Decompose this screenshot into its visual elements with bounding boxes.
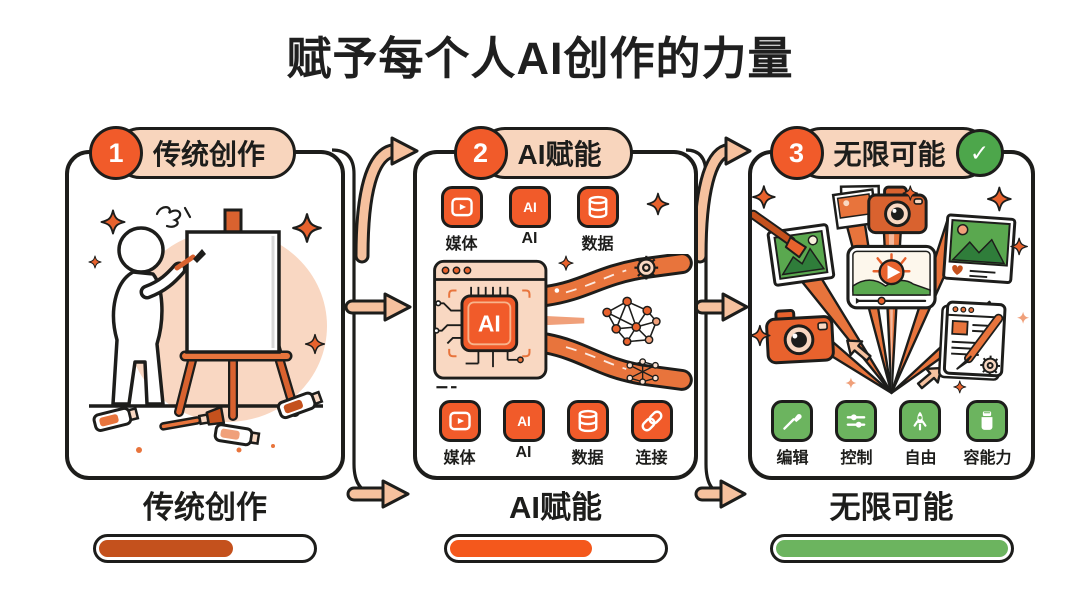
floor-brush [159, 405, 226, 431]
stage3-footer-label: 无限可能 [829, 490, 954, 525]
framed-photo [942, 213, 1017, 284]
sliders-icon [835, 400, 878, 442]
stage3-header-label: 无限可能 [833, 139, 946, 170]
paint-tubes [92, 390, 324, 453]
stage1-header-label: 传统创作 [152, 139, 266, 170]
painting-with-brush [752, 209, 836, 287]
brush-icon [771, 400, 814, 442]
outcome-icons-row: 编辑 控制 [771, 400, 1012, 468]
painter-figure [111, 206, 206, 406]
chip-label: 编辑 [776, 450, 809, 467]
input-icons-row: 媒体 AI AI 数据 [440, 186, 671, 254]
chip-freedom: 自由 [899, 400, 942, 468]
stage3-footer: 无限可能 [748, 482, 1035, 563]
ai-icon: AI [508, 186, 551, 228]
chip-label: 自由 [904, 450, 937, 467]
chip-label: 媒体 [445, 236, 478, 253]
browser-window: AI [433, 259, 548, 389]
chip-label: 连接 [635, 450, 668, 467]
stage3-progress-bar [769, 534, 1014, 563]
document-with-pencil [938, 300, 1007, 381]
stage2-number-badge: 2 [453, 126, 508, 180]
arrow-stage2-to-stage3-bottom [694, 479, 747, 509]
data-streams [534, 254, 693, 391]
svg-text:AI: AI [517, 414, 531, 429]
arrow-stage2-to-stage3-mid [694, 292, 749, 322]
database-icon [566, 400, 609, 442]
svg-text:AI: AI [523, 200, 537, 215]
stage3-header: 3 无限可能 ✓ [769, 126, 1004, 180]
chip-edit: 编辑 [771, 400, 814, 468]
ai-chip: AI [460, 294, 519, 353]
stage2-header: 2 AI赋能 [453, 126, 633, 180]
chip-label: 容能力 [963, 450, 1012, 467]
stage3-number-badge: 3 [769, 126, 824, 180]
chip-ai: AI AI [502, 400, 545, 462]
capability-icons-row: 媒体 AI AI 数据 [438, 400, 673, 468]
media-icon [440, 186, 483, 228]
painting-illustration [88, 206, 327, 453]
sparkle-icon [646, 192, 669, 216]
small-network [626, 358, 659, 386]
chip-link: 连接 [630, 400, 673, 468]
check-icon: ✓ [955, 129, 1004, 177]
database-icon [576, 186, 619, 228]
ai-icon: AI [502, 400, 545, 442]
media-icon [438, 400, 481, 442]
stage-panel-ai-empower: 2 AI赋能 媒体 AI AI [413, 126, 698, 480]
stage-panel-traditional: 1 传统创作 [65, 126, 345, 480]
stage1-header: 1 传统创作 [88, 126, 297, 180]
chip-media: 媒体 [440, 186, 483, 254]
ai-chip-illustration: AI [433, 254, 693, 391]
link-icon [630, 400, 673, 442]
polaroid-photos [831, 184, 881, 230]
chip-data: 数据 [566, 400, 609, 468]
page-title: 赋予每个人AI创作的力量 [286, 33, 794, 84]
chip-label: 控制 [840, 450, 873, 467]
arrow-stage1-to-stage2-mid [344, 292, 412, 322]
blank-canvas [185, 230, 281, 354]
stage1-footer-label: 传统创作 [143, 490, 267, 525]
chip-label: AI [521, 230, 538, 247]
container-icon [966, 400, 1009, 442]
stage2-progress-bar [443, 534, 668, 563]
small-gear-icon [980, 355, 1001, 376]
stage-panel-possibilities: 3 无限可能 ✓ [748, 126, 1035, 480]
gear-icon [634, 255, 659, 280]
neural-network [602, 296, 661, 346]
chip-media: 媒体 [438, 400, 481, 468]
chip-label: 数据 [571, 450, 604, 467]
stage1-progress-fill [99, 540, 233, 557]
camera-top [867, 185, 928, 235]
chip-data: 数据 [576, 186, 619, 254]
chip-ai: AI AI [508, 186, 551, 248]
arrow-stage1-to-stage2-top [354, 136, 419, 264]
stage2-footer-label: AI赋能 [509, 490, 602, 525]
stage2-footer: AI赋能 [413, 482, 698, 563]
chip-label: 媒体 [443, 450, 476, 467]
chip-control: 控制 [835, 400, 878, 468]
up-arrow-left [846, 339, 872, 362]
arrow-stage1-to-stage2-bottom [346, 479, 410, 509]
chip-capacity: 容能力 [963, 400, 1012, 468]
stage1-number-badge: 1 [88, 126, 143, 180]
chip-label: 数据 [581, 236, 614, 253]
stage3-progress-fill [775, 540, 1008, 557]
stage1-progress-bar [93, 534, 317, 563]
rocket-icon [899, 400, 942, 442]
video-player [846, 244, 937, 310]
stage1-footer: 传统创作 [65, 482, 345, 563]
arrow-stage2-to-stage3-top [692, 136, 752, 264]
stage2-header-label: AI赋能 [517, 139, 602, 170]
stage2-progress-fill [449, 540, 592, 557]
creative-burst-illustration [752, 184, 1030, 395]
svg-text:AI: AI [478, 311, 501, 337]
camera-bottom [765, 308, 835, 365]
chip-label: AI [515, 444, 532, 461]
